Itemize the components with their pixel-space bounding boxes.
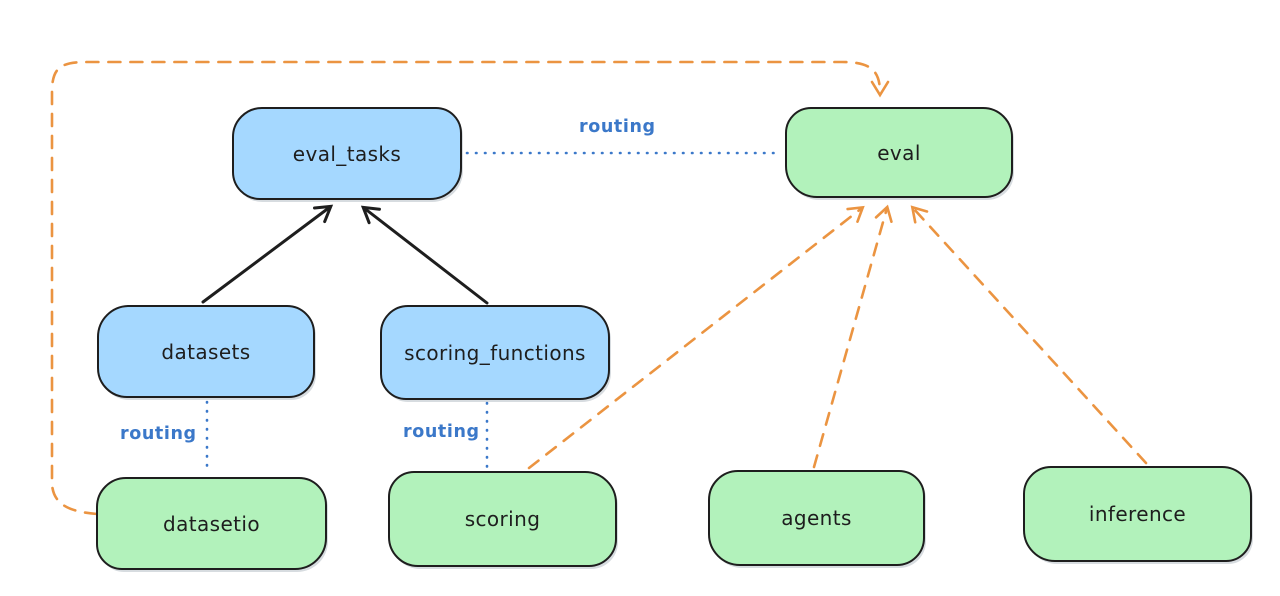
routing-label-datasets-datasetio: routing: [120, 424, 197, 444]
node-datasetio-label: datasetio: [162, 511, 260, 536]
edge-agents-to-eval: [812, 204, 893, 469]
node-inference-label: inference: [1088, 502, 1187, 526]
node-datasets-label: datasets: [161, 339, 251, 364]
edge-inference-to-eval: [910, 205, 1148, 465]
edge-datasets-to-eval-tasks: [201, 204, 334, 304]
edge-scoring-to-eval: [527, 205, 865, 470]
node-scoring: scoring: [388, 471, 617, 567]
node-eval: eval: [785, 107, 1013, 198]
node-datasetio: datasetio: [96, 477, 327, 570]
node-datasets: datasets: [97, 305, 315, 398]
node-eval-label: eval: [877, 140, 921, 165]
routing-label-scoring-functions-scoring: routing: [403, 422, 480, 442]
edge-datasetio-to-eval-loop: [50, 60, 890, 516]
node-inference: inference: [1023, 466, 1252, 562]
node-agents: agents: [708, 470, 925, 566]
node-scoring-functions: scoring_functions: [380, 305, 610, 400]
node-agents-label: agents: [781, 506, 852, 530]
node-scoring-functions-label: scoring_functions: [404, 340, 586, 365]
node-eval-tasks: eval_tasks: [232, 107, 462, 200]
edge-scoring-functions-to-eval-tasks: [360, 205, 489, 305]
node-eval-tasks-label: eval_tasks: [292, 141, 402, 166]
node-scoring-label: scoring: [464, 507, 541, 531]
routing-label-eval-tasks-eval: routing: [579, 117, 656, 137]
